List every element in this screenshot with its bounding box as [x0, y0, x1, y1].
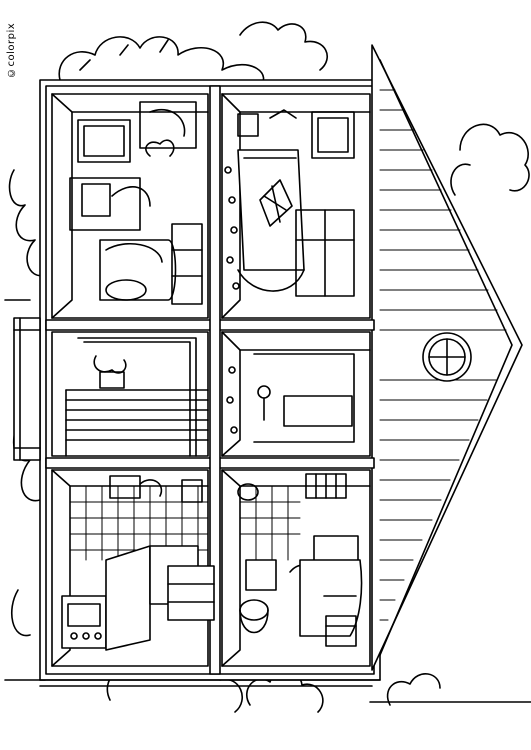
ground-line [4, 299, 531, 703]
side-column [13, 317, 41, 461]
gable-siding [379, 89, 507, 621]
tree-top-right [239, 21, 328, 71]
floor-dividers [45, 85, 375, 675]
hallway-door-room [221, 331, 371, 457]
hallway-stairs-room [51, 331, 209, 457]
bush-right [450, 123, 530, 196]
bathroom-room [221, 469, 371, 667]
attic-bedroom-room [221, 93, 371, 319]
house-foundation [39, 679, 381, 687]
kitchen-room [51, 469, 215, 667]
tree-top-left [58, 36, 265, 89]
bush-bottom-right [386, 673, 441, 706]
round-window [422, 332, 472, 382]
attic-study-room [51, 93, 209, 319]
bathroom-tiles [239, 485, 301, 561]
